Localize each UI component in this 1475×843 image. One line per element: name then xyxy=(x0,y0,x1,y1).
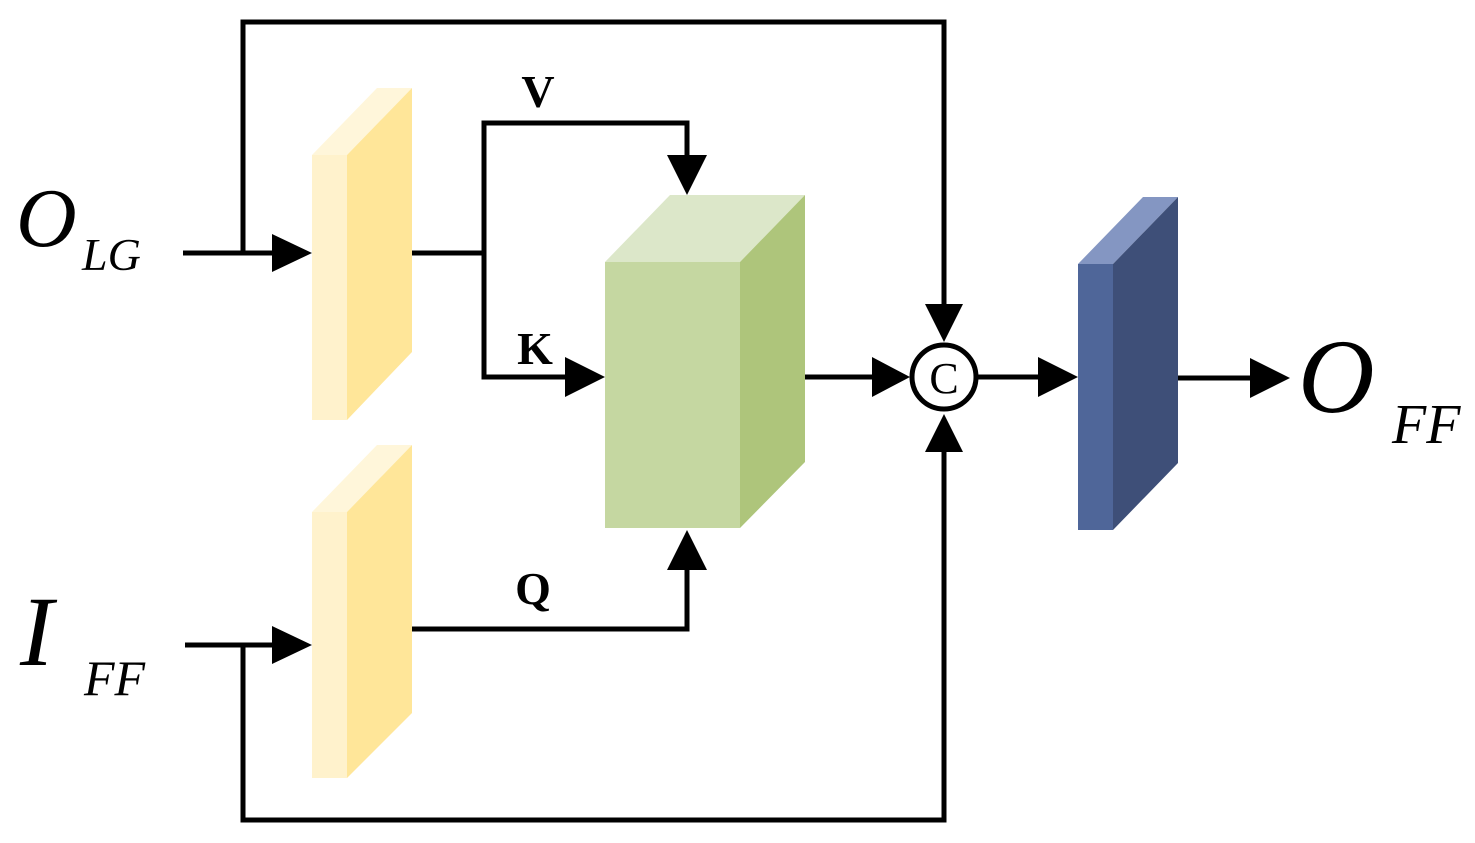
k-branch-label: K xyxy=(517,323,553,374)
output-o-ff-label: O FF xyxy=(1298,318,1461,456)
arrowhead-right-icon xyxy=(272,234,312,272)
block-front-face xyxy=(605,262,740,528)
input-i-ff-sub: FF xyxy=(83,650,146,706)
output-o-ff-main: O xyxy=(1298,318,1375,435)
block-top-face xyxy=(1078,197,1178,264)
input-o-lg-sub: LG xyxy=(81,229,141,280)
projection-block-top xyxy=(312,88,412,420)
arrowhead-right-icon xyxy=(1038,357,1078,397)
v-branch-label: V xyxy=(521,66,554,117)
block-side-face xyxy=(347,88,412,420)
block-top-face xyxy=(605,195,805,262)
input-o-lg-main: O xyxy=(16,172,77,265)
arrowhead-right-icon xyxy=(565,357,605,397)
concat-node xyxy=(909,342,979,412)
input-i-ff-main: I xyxy=(19,576,58,687)
o-lg-skip-line xyxy=(240,19,947,304)
arrowhead-down-icon xyxy=(925,304,963,342)
block-side-face xyxy=(740,195,805,528)
block-front-face xyxy=(1078,264,1113,530)
block-front-face xyxy=(312,155,347,420)
k-branch-line xyxy=(481,253,567,380)
block-front-face xyxy=(312,512,347,778)
arrowhead-right-icon xyxy=(1250,358,1290,398)
v-branch-line xyxy=(481,120,690,253)
attention-block xyxy=(605,195,805,528)
arrowhead-down-icon xyxy=(667,155,707,195)
arrowhead-right-icon xyxy=(872,357,910,397)
q-branch-label: Q xyxy=(515,563,551,614)
output-o-ff-sub: FF xyxy=(1391,394,1461,456)
q-branch-line xyxy=(412,568,690,632)
block-side-face xyxy=(1113,197,1178,530)
block-top-face xyxy=(312,88,412,155)
input-i-ff-label: I FF xyxy=(19,576,146,706)
input-o-lg-label: O LG xyxy=(16,172,141,280)
arrowhead-up-icon xyxy=(667,530,707,570)
block-side-face xyxy=(347,445,412,778)
arrowhead-right-icon xyxy=(272,626,312,664)
concat-symbol: C xyxy=(929,354,958,403)
block-top-face xyxy=(312,445,412,512)
projection-block-bottom xyxy=(312,445,412,778)
i-ff-skip-line xyxy=(240,452,947,823)
arrowhead-up-icon xyxy=(925,414,963,452)
output-block xyxy=(1078,197,1178,530)
